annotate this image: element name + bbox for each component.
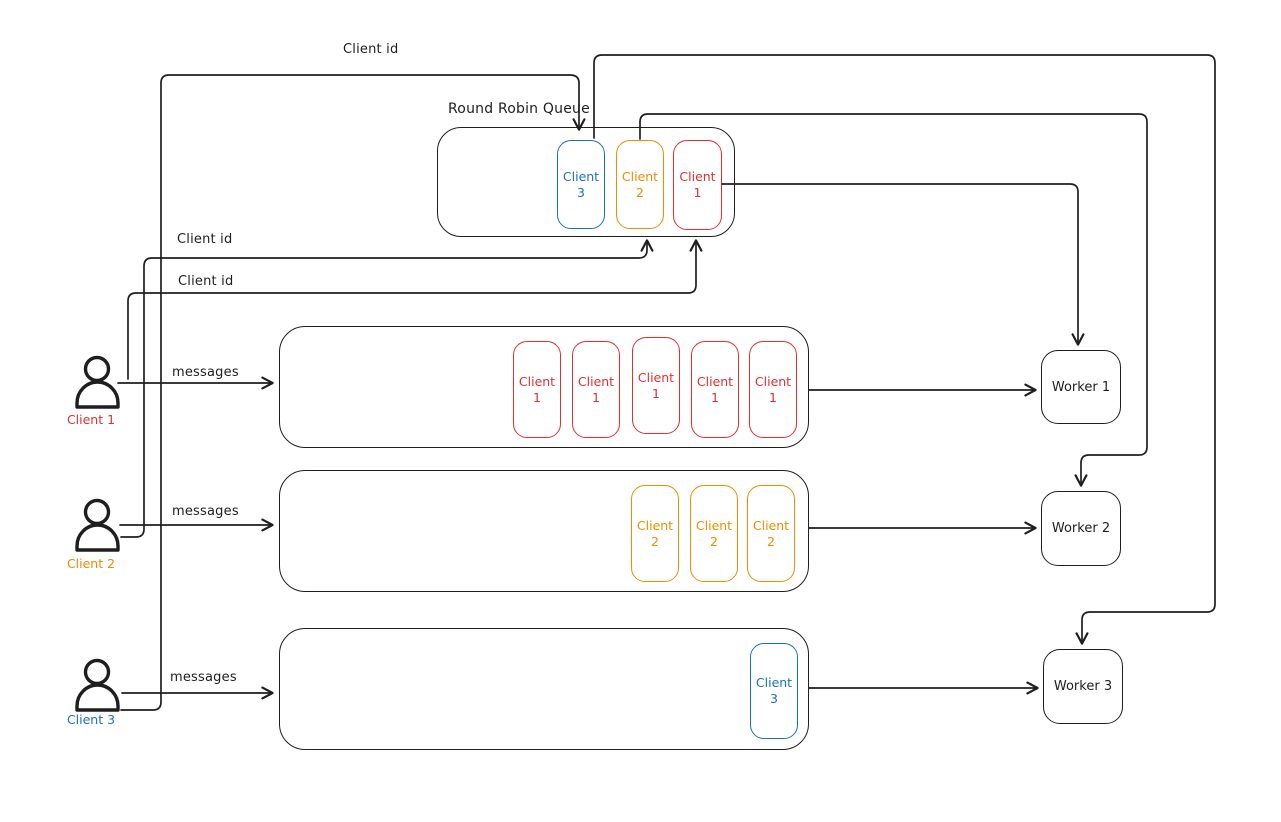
rrq-item-client1: Client 1	[673, 140, 722, 230]
client3-id-label: Client id	[343, 42, 399, 57]
client-3-label: Client 3	[66, 712, 116, 727]
worker-3-box: Worker 3	[1043, 649, 1123, 724]
worker-1-label: Worker 1	[1051, 379, 1111, 395]
rrq-client1-to-worker1-arrow	[721, 183, 1085, 346]
queue2-item-3-line1: Client	[752, 517, 790, 533]
rrq-item-client2: Client 2	[616, 140, 664, 229]
worker-3-label: Worker 3	[1053, 679, 1113, 694]
rrq-item-client3-line2: 3	[577, 184, 585, 200]
queue2-item-3-line2: 2	[767, 533, 775, 549]
queue3-item-1-line1: Client	[755, 675, 793, 690]
queue1-item-3: Client 1	[632, 337, 680, 434]
rrq-item-client3: Client 3	[557, 140, 605, 229]
rrq-item-client1-line2: 1	[693, 185, 702, 200]
queue2-item-3: Client 2	[747, 485, 795, 582]
rrq-item-client2-line1: Client	[621, 168, 659, 184]
client-2-person-icon	[75, 498, 120, 552]
client-3-person-icon	[75, 658, 120, 712]
queue2-item-2: Client 2	[690, 485, 738, 582]
queue1-item-1-line1: Client	[518, 373, 556, 389]
client3-messages-label: messages	[170, 670, 237, 685]
queue1-item-4: Client 1	[691, 341, 739, 438]
queue1-item-4-line2: 1	[711, 389, 719, 405]
queue1-item-2: Client 1	[572, 341, 620, 438]
queue1-item-5: Client 1	[749, 341, 797, 438]
client1-id-label: Client id	[178, 274, 234, 289]
queue2-item-1-line2: 2	[651, 533, 659, 549]
queue1-item-2-line1: Client	[577, 373, 615, 389]
queue1-item-5-line1: Client	[754, 373, 792, 389]
queue2-item-1: Client 2	[631, 485, 679, 582]
worker-1-box: Worker 1	[1041, 350, 1121, 424]
client1-messages-label: messages	[172, 365, 239, 380]
queue2-item-2-line1: Client	[695, 517, 733, 533]
queue1-item-4-line1: Client	[696, 373, 734, 389]
queue2-item-1-line1: Client	[636, 517, 674, 533]
rrq-item-client2-line2: 2	[636, 184, 644, 200]
queue3-item-1: Client 3	[750, 643, 798, 739]
rrq-item-client3-line1: Client	[562, 168, 600, 184]
worker-2-box: Worker 2	[1041, 491, 1121, 566]
queue3-item-1-line2: 3	[770, 691, 778, 706]
client-1-person-icon	[75, 355, 120, 409]
rrq-item-client1-line1: Client	[679, 169, 716, 184]
queue2-item-2-line2: 2	[710, 533, 718, 549]
client-1-label: Client 1	[66, 412, 116, 427]
message-queue-3-container	[279, 628, 809, 750]
queue1-item-1: Client 1	[513, 341, 561, 438]
round-robin-queue-title: Round Robin Queue	[448, 101, 590, 117]
queue1-item-3-line1: Client	[637, 369, 675, 385]
queue1-item-5-line2: 1	[769, 389, 777, 405]
worker-2-label: Worker 2	[1051, 521, 1111, 536]
client2-id-label: Client id	[177, 232, 233, 247]
client2-messages-label: messages	[172, 504, 239, 519]
client-2-label: Client 2	[66, 556, 116, 571]
queue1-item-1-line2: 1	[533, 389, 541, 405]
queue1-item-3-line2: 1	[652, 385, 660, 401]
queue1-item-2-line2: 1	[592, 389, 600, 405]
